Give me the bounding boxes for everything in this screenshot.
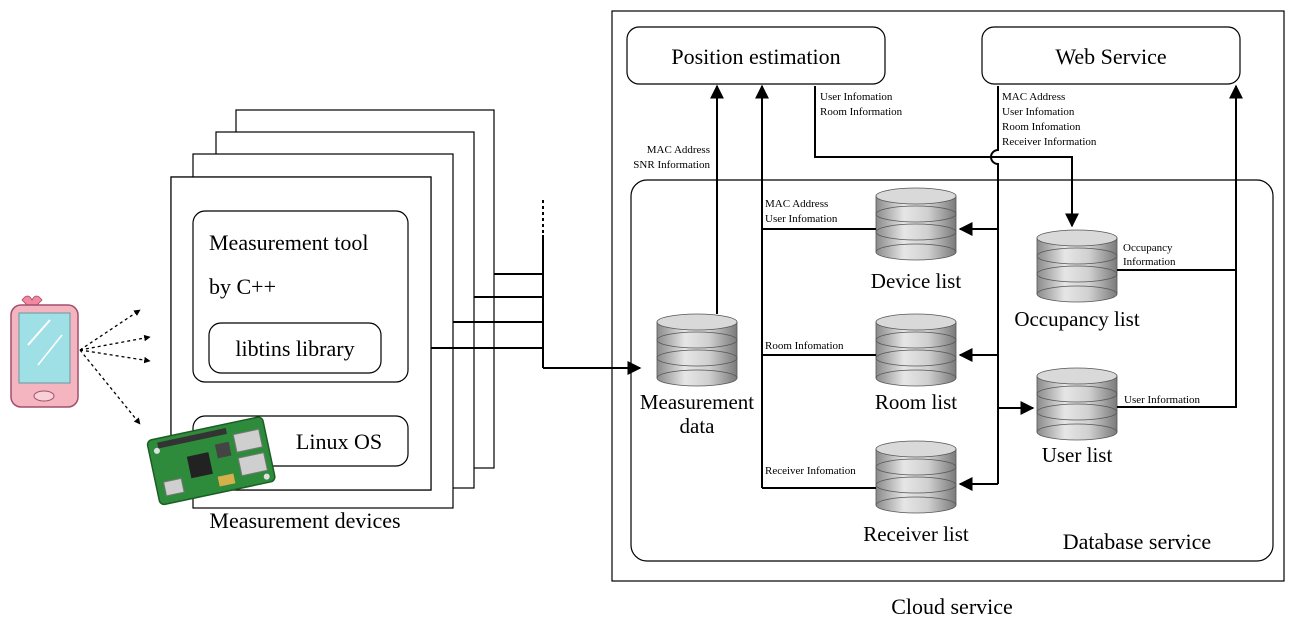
- user-list-db-icon: [1036, 367, 1118, 441]
- web-label-3: Room Infomation: [1002, 121, 1081, 133]
- device-list-db-icon: [875, 187, 957, 261]
- occupancy-edge-label-2: Information: [1123, 256, 1176, 268]
- smartphone-icon: [10, 295, 79, 408]
- room-edge-label: Room Infomation: [765, 340, 844, 352]
- occupancy-edge-label-1: Occupancy: [1123, 242, 1173, 254]
- board-icon: [146, 416, 276, 506]
- measurement-devices-caption: Measurement devices: [209, 508, 400, 533]
- measurement-tool-label: Measurement tool: [209, 230, 368, 255]
- device-edge-label-2: User Infomation: [765, 213, 838, 225]
- user-to-web-arrow: [1117, 84, 1243, 408]
- measurement-data-label-2: data: [680, 414, 716, 438]
- libtins-library-label: libtins library: [235, 336, 354, 361]
- web-label-4: Receiver Information: [1002, 136, 1097, 148]
- position-out-label-2: Room Information: [820, 106, 903, 118]
- user-list-label: User list: [1042, 443, 1113, 467]
- device-edge-label-1: MAC Address: [765, 198, 828, 210]
- mac-snr-label-1: MAC Address: [647, 144, 710, 156]
- libtins-library-box: [208, 322, 382, 374]
- occupancy-list-label: Occupancy list: [1014, 307, 1140, 331]
- web-label-2: User Infomation: [1002, 106, 1075, 118]
- signal-arrows: [79, 309, 151, 425]
- device-bus-lines: [431, 200, 642, 375]
- linux-os-label: Linux OS: [296, 429, 382, 454]
- receiver-list-db-icon: [875, 440, 957, 514]
- cloud-service-label: Cloud service: [891, 594, 1013, 619]
- web-service-label: Web Service: [1055, 44, 1166, 69]
- position-out-label-1: User Infomation: [820, 91, 893, 103]
- mac-snr-label-2: SNR Information: [633, 159, 710, 171]
- web-label-1: MAC Address: [1002, 91, 1065, 103]
- occupancy-list-db-icon: [1036, 229, 1118, 303]
- web-service-box: [981, 26, 1241, 85]
- room-list-db-icon: [875, 313, 957, 387]
- device-list-label: Device list: [871, 269, 962, 293]
- receiver-list-label: Receiver list: [863, 522, 969, 546]
- room-list-label: Room list: [875, 390, 957, 414]
- measurement-data-label-1: Measurement: [640, 390, 754, 414]
- position-to-occupancy-arrow: [814, 86, 1079, 228]
- measurement-data-db-icon: [656, 313, 738, 387]
- receiver-edge-label: Receiver Infomation: [765, 465, 856, 477]
- measurement-tool-lang: by C++: [209, 274, 276, 299]
- position-estimation-box: [626, 26, 886, 85]
- position-estimation-label: Position estimation: [671, 44, 840, 69]
- web-service-bus: [990, 86, 999, 484]
- database-service-label: Database service: [1063, 529, 1211, 554]
- user-edge-label: User Information: [1124, 394, 1201, 406]
